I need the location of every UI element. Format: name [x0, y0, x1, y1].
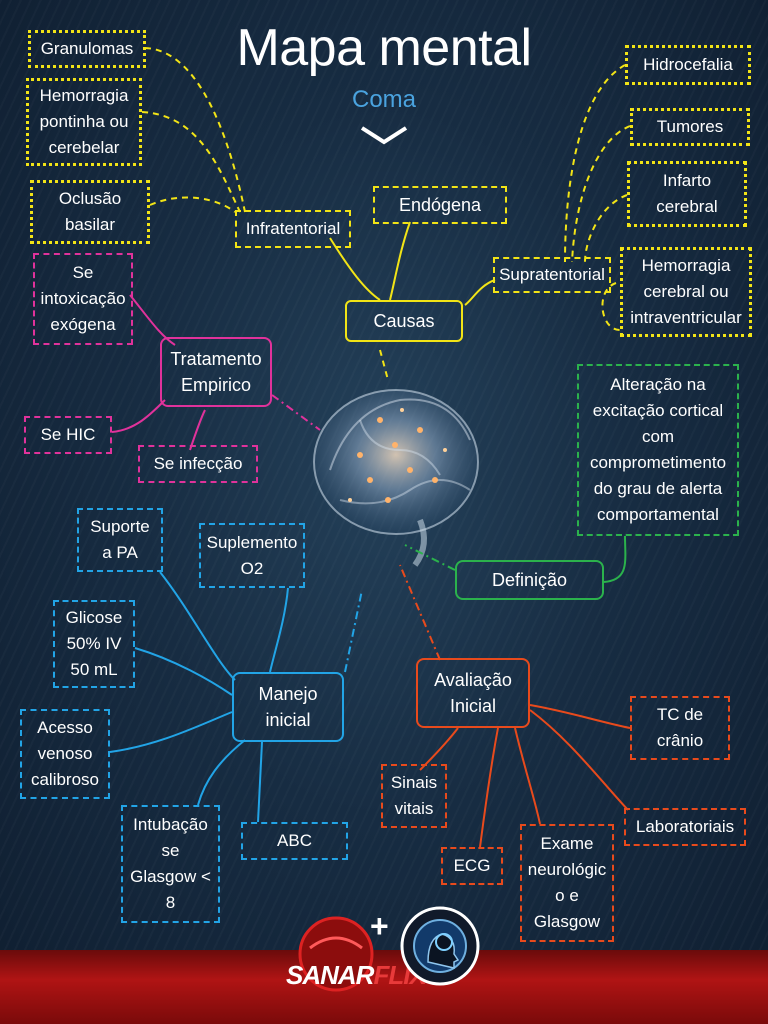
- node-se-infeccao: Se infecção: [138, 445, 258, 483]
- node-ecg: ECG: [441, 847, 503, 885]
- node-supratentorial: Supratentorial: [493, 257, 611, 293]
- node-laboratoriais: Laboratoriais: [624, 808, 746, 846]
- chevron-down-icon: [360, 126, 408, 145]
- node-tratamento-empirico: Tratamento Empirico: [160, 337, 272, 407]
- node-hemorragia-pontinha: Hemorragia pontinha ou cerebelar: [26, 78, 142, 166]
- node-oclusao-basilar: Oclusão basilar: [30, 180, 150, 244]
- node-hemorragia-cerebral: Hemorragia cerebral ou intraventricular: [620, 247, 752, 337]
- node-suplemento-o2: Suplemento O2: [199, 523, 305, 588]
- node-tumores: Tumores: [630, 108, 750, 146]
- node-hidrocefalia: Hidrocefalia: [625, 45, 751, 85]
- node-endogena: Endógena: [373, 186, 507, 224]
- footer-band: [0, 950, 768, 1024]
- node-definicao: Definição: [455, 560, 604, 600]
- node-tc-cranio: TC de crânio: [630, 696, 730, 760]
- brain-icon: [313, 389, 479, 567]
- node-acesso-venoso: Acesso venoso calibroso: [20, 709, 110, 799]
- node-suporte-pa: Suporte a PA: [77, 508, 163, 572]
- node-exame-neurologico: Exame neurológic o e Glasgow: [520, 824, 614, 942]
- page-subtitle: Coma: [351, 86, 417, 113]
- node-se-hic: Se HIC: [24, 416, 112, 454]
- sanarflix-logo-icon: [298, 916, 374, 992]
- node-glicose: Glicose 50% IV 50 mL: [53, 600, 135, 688]
- node-sinais-vitais: Sinais vitais: [381, 764, 447, 828]
- node-causas: Causas: [345, 300, 463, 342]
- plus-sign: +: [370, 908, 389, 944]
- node-infratentorial: Infratentorial: [235, 210, 351, 248]
- node-intubacao: Intubação se Glasgow < 8: [121, 805, 220, 923]
- node-avaliacao-inicial: Avaliação Inicial: [416, 658, 530, 728]
- node-abc: ABC: [241, 822, 348, 860]
- node-granulomas: Granulomas: [28, 30, 146, 68]
- node-intoxicacao: Se intoxicação exógena: [33, 253, 133, 345]
- node-definicao-texto: Alteração na excitação cortical com comp…: [577, 364, 739, 536]
- node-infarto-cerebral: Infarto cerebral: [627, 161, 747, 227]
- medical-society-seal-icon: [400, 906, 480, 986]
- node-manejo-inicial: Manejo inicial: [232, 672, 344, 742]
- page-title: Mapa mental: [236, 19, 532, 77]
